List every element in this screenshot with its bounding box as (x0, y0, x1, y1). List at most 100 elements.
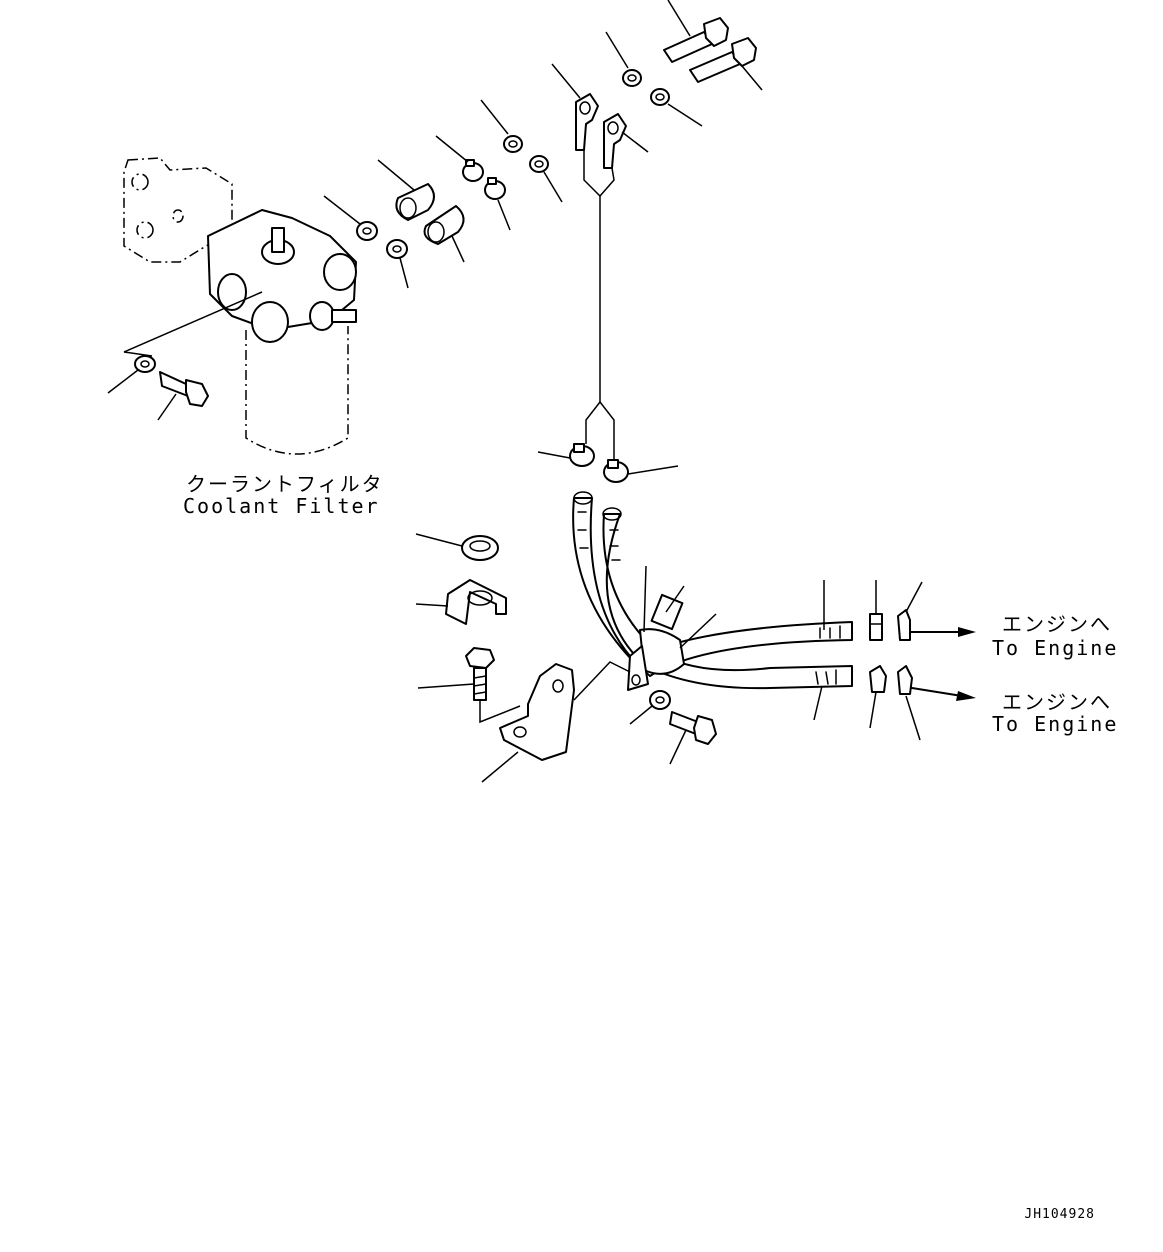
washer-5-hole (627, 74, 637, 82)
washer-4-hole (534, 160, 544, 168)
washer-3 (503, 135, 523, 153)
washer-1-hole (362, 227, 372, 235)
l-bracket (499, 663, 575, 761)
hose-clamp-2-lug (487, 177, 497, 185)
bracket-washer-hole (655, 696, 665, 704)
hose-clamp-4-lug (607, 459, 619, 469)
leader-coolant-hose-2 (813, 685, 823, 721)
engine-connectors (869, 580, 976, 741)
bolt-to-bracket-tie (479, 700, 521, 724)
leader-washer-2 (399, 257, 409, 289)
leader-hose-clip (643, 565, 647, 633)
washer-6 (650, 88, 670, 106)
to-engine-2-label-jp: エンジンへ (1002, 690, 1112, 714)
grommet-hole (469, 540, 491, 552)
leader-hose-clamp-4 (627, 465, 679, 475)
leader-washer-6 (667, 103, 703, 127)
coolant-filter-label-jp: クーラントフィルタ (186, 472, 384, 496)
leader-connector-2 (905, 581, 923, 613)
leader-sleeve-2 (451, 235, 465, 263)
washer-3-hole (508, 140, 518, 148)
filter-port-front (309, 301, 335, 331)
grommet (461, 535, 499, 561)
bracket-washer (649, 690, 671, 710)
filter-washer (134, 355, 156, 373)
document-id: JH104928 (1024, 1207, 1095, 1222)
bracket-hole-top (131, 173, 149, 191)
sleeve-2-end (427, 221, 445, 243)
connector-3 (869, 665, 887, 693)
connector-1 (869, 613, 883, 641)
banjo-fitting-1 (575, 93, 599, 151)
leader-washer-5 (605, 31, 629, 69)
coolant-hoses (572, 491, 853, 721)
lower-hose-clamps (537, 443, 679, 483)
to-engine-1-label-en: To Engine (992, 636, 1119, 660)
filter-port-left (217, 273, 247, 311)
connector-4 (897, 665, 913, 695)
banjo-fitting-2-hole (607, 121, 619, 135)
leader-washer-3 (480, 99, 509, 135)
l-bracket-hole-upper (552, 679, 564, 693)
leader-banjo-2 (621, 131, 649, 153)
washer-2-hole (392, 245, 402, 253)
leader-filter-bolt (157, 393, 177, 421)
leader-bracket-washer (629, 705, 653, 725)
coolant-filter (107, 157, 357, 455)
filter-port-lower (251, 301, 289, 343)
u-clamp-opening (467, 590, 493, 606)
bracket-to-clip-tie (573, 661, 631, 701)
leader-banjo-1 (551, 63, 581, 99)
leader-washer-4 (543, 171, 563, 203)
coolant-filter-label-en: Coolant Filter (183, 494, 380, 518)
bracket-bolt-head (693, 715, 717, 745)
hose-clamp-1-lug (465, 159, 475, 167)
eye-bolt-2 (689, 51, 741, 83)
hose-1-end-marks (819, 625, 841, 639)
leader-hose-clamp-2 (497, 199, 511, 231)
filter-port-right (323, 253, 357, 291)
leader-eye-bolt-2 (741, 65, 763, 91)
connector-2 (897, 609, 911, 641)
washer-6-hole (655, 93, 665, 101)
bracket-hole-bottom (136, 221, 154, 239)
leader-washer-1 (323, 195, 361, 225)
hose-2-marks (609, 529, 621, 561)
arrow-to-engine-2-head (956, 691, 976, 701)
leader-hose-clamp-3 (537, 451, 571, 459)
banjo-fitting-2 (603, 113, 627, 169)
hose-clip-bracket (627, 645, 649, 691)
eye-bolt-2-head (731, 37, 757, 67)
filter-bleed-screw (271, 227, 285, 253)
hose-2-end-marks (815, 669, 837, 685)
banjo-fitting-1-hole (579, 101, 591, 115)
filter-washer-hole (140, 360, 150, 368)
leader-hose-clip-2 (679, 613, 717, 649)
arrow-to-engine-2 (911, 687, 963, 697)
leader-filter-washer (107, 369, 139, 394)
hose-retaining-clip (639, 628, 685, 675)
leader-u-clamp (415, 603, 449, 607)
leader-connector-4 (905, 695, 921, 741)
arrow-to-engine-1-head (958, 627, 976, 637)
clamp-tie (585, 400, 615, 464)
leader-bracket-bolt (669, 729, 687, 765)
leader-l-bracket (481, 751, 519, 783)
leader-flange-bolt (417, 683, 475, 689)
coolant-hose-1-end (573, 491, 593, 505)
l-bracket-hole-lower (513, 726, 527, 738)
leader-hose-clamp-1 (435, 135, 469, 163)
leader-grommet (415, 533, 463, 547)
bracket-hole-mid (172, 209, 184, 223)
sleeve-2 (423, 205, 465, 245)
eye-bolt-1-head (703, 17, 729, 47)
washer-4 (529, 155, 549, 173)
mounting-hardware (415, 533, 717, 783)
coolant-hose-1 (572, 497, 853, 677)
to-engine-2-label-en: To Engine (992, 712, 1119, 736)
leader-sleeve-1 (377, 159, 415, 191)
upper-fittings (323, 0, 763, 464)
hose-tag (650, 593, 684, 631)
sleeve-1-end (399, 197, 417, 219)
